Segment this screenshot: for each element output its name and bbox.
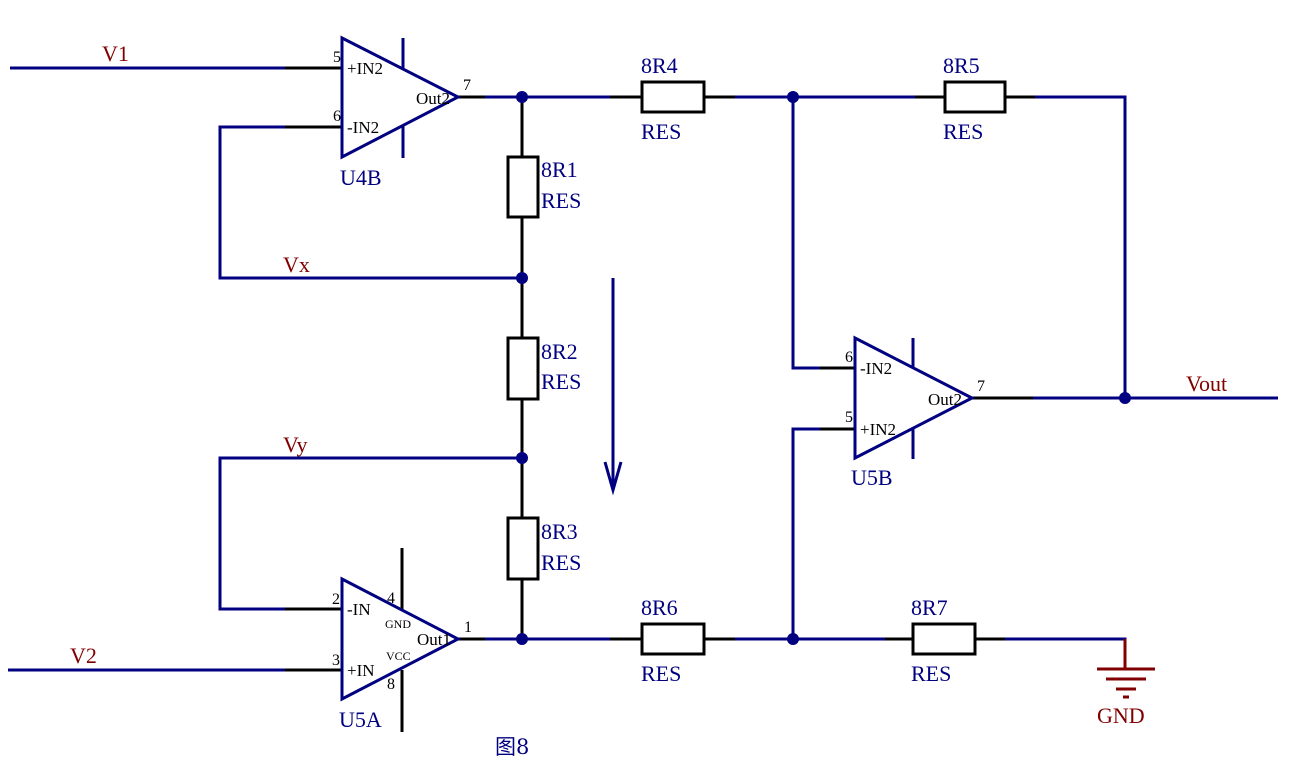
resistor-8r6-value: RES [641,661,681,686]
wire-u5b-noninv [791,427,820,639]
opamp-u4b-body [340,35,462,160]
u5a-pin1-num: 1 [464,619,472,636]
junction-dot [787,91,799,103]
current-arrow-head [603,461,623,496]
wire-u5b-inv [791,97,820,370]
opamp-u5b: 6 -IN2 5 +IN2 7 Out2 U5B [820,335,1033,490]
net-label-vy: Vy [283,432,307,457]
net-label-vx: Vx [283,252,310,277]
resistor-8r1: 8R1 RES [506,97,581,278]
resistor-8r7: 8R7 RES [885,595,1005,686]
resistor-8r3-designator: 8R3 [541,519,578,544]
junctions [516,91,1131,645]
junction-dot [516,452,528,464]
net-label-vout: Vout [1186,371,1227,396]
opamp-u5b-body [853,335,976,461]
resistor-8r5-value: RES [943,119,983,144]
junction-dot [516,633,528,645]
resistor-8r6-designator: 8R6 [641,595,678,620]
u5b-pin6-name: -IN2 [860,359,892,378]
opamp-u4b: 5 +IN2 6 -IN2 7 Out2 U4B [285,35,485,190]
opamp-u5a: 2 -IN 3 +IN 1 Out1 4 GND VCC 8 U5A [285,548,485,732]
resistor-8r4-value: RES [641,119,681,144]
u4b-pin6-name: -IN2 [347,118,379,137]
u5a-pin2-name: -IN [347,600,371,619]
resistor-8r3-value: RES [541,550,581,575]
junction-dot [787,633,799,645]
u5b-pin6-num: 6 [845,349,853,366]
u5b-pin7-num: 7 [977,378,985,395]
resistor-8r3: 8R3 RES [506,458,581,639]
resistor-8r5-designator: 8R5 [943,53,980,78]
wire-r7-gnd [1005,637,1127,668]
u4b-pin6-num: 6 [333,108,341,125]
u5b-out-name: Out2 [928,390,962,409]
junction-dot [516,91,528,103]
opamp-u5a-body [340,576,462,702]
u4b-out-name: Out2 [416,89,450,108]
u5a-pin8-num: 8 [387,676,395,693]
u4b-pin5-name: +IN2 [347,59,383,78]
wire-r5-vout [1035,95,1127,398]
resistor-8r2: 8R2 RES [506,278,581,458]
net-label-v2: V2 [70,643,97,668]
wire-u4b-feedback [218,125,522,280]
net-label-gnd: GND [1097,703,1145,728]
resistor-8r7-designator: 8R7 [911,595,948,620]
resistor-8r5: 8R5 RES [915,53,1035,144]
resistor-8r1-value: RES [541,188,581,213]
ground-symbol: GND [1097,639,1155,728]
junction-dot [516,272,528,284]
resistor-8r1-designator: 8R1 [541,157,578,182]
u4b-pin5-num: 5 [333,49,341,66]
resistor-8r4: 8R4 RES [610,53,735,144]
resistor-8r2-value: RES [541,369,581,394]
net-label-v1: V1 [102,41,129,66]
u5b-pin5-num: 5 [845,409,853,426]
u4b-designator: U4B [340,165,382,190]
resistor-8r2-designator: 8R2 [541,339,578,364]
u4b-pin7-num: 7 [463,77,471,94]
junction-dot [1119,392,1131,404]
resistor-8r6: 8R6 RES [610,595,735,686]
resistor-8r7-value: RES [911,661,951,686]
wire-vy-loop [218,456,522,611]
u5a-pin3-name: +IN [347,661,375,680]
u5a-pin3-num: 3 [332,652,340,669]
u5b-designator: U5B [851,465,893,490]
resistor-8r4-designator: 8R4 [641,53,678,78]
u5a-designator: U5A [339,707,382,732]
u5b-pin5-name: +IN2 [860,420,896,439]
u5a-out-name: Out1 [417,630,451,649]
wires [8,66,1278,672]
u5a-pin4-name: GND [385,617,411,631]
figure-caption: 图8 [495,735,529,759]
u5a-pin8-name: VCC [386,649,411,663]
u5a-pin2-num: 2 [332,591,340,608]
u5a-pin4-num: 4 [387,590,395,607]
